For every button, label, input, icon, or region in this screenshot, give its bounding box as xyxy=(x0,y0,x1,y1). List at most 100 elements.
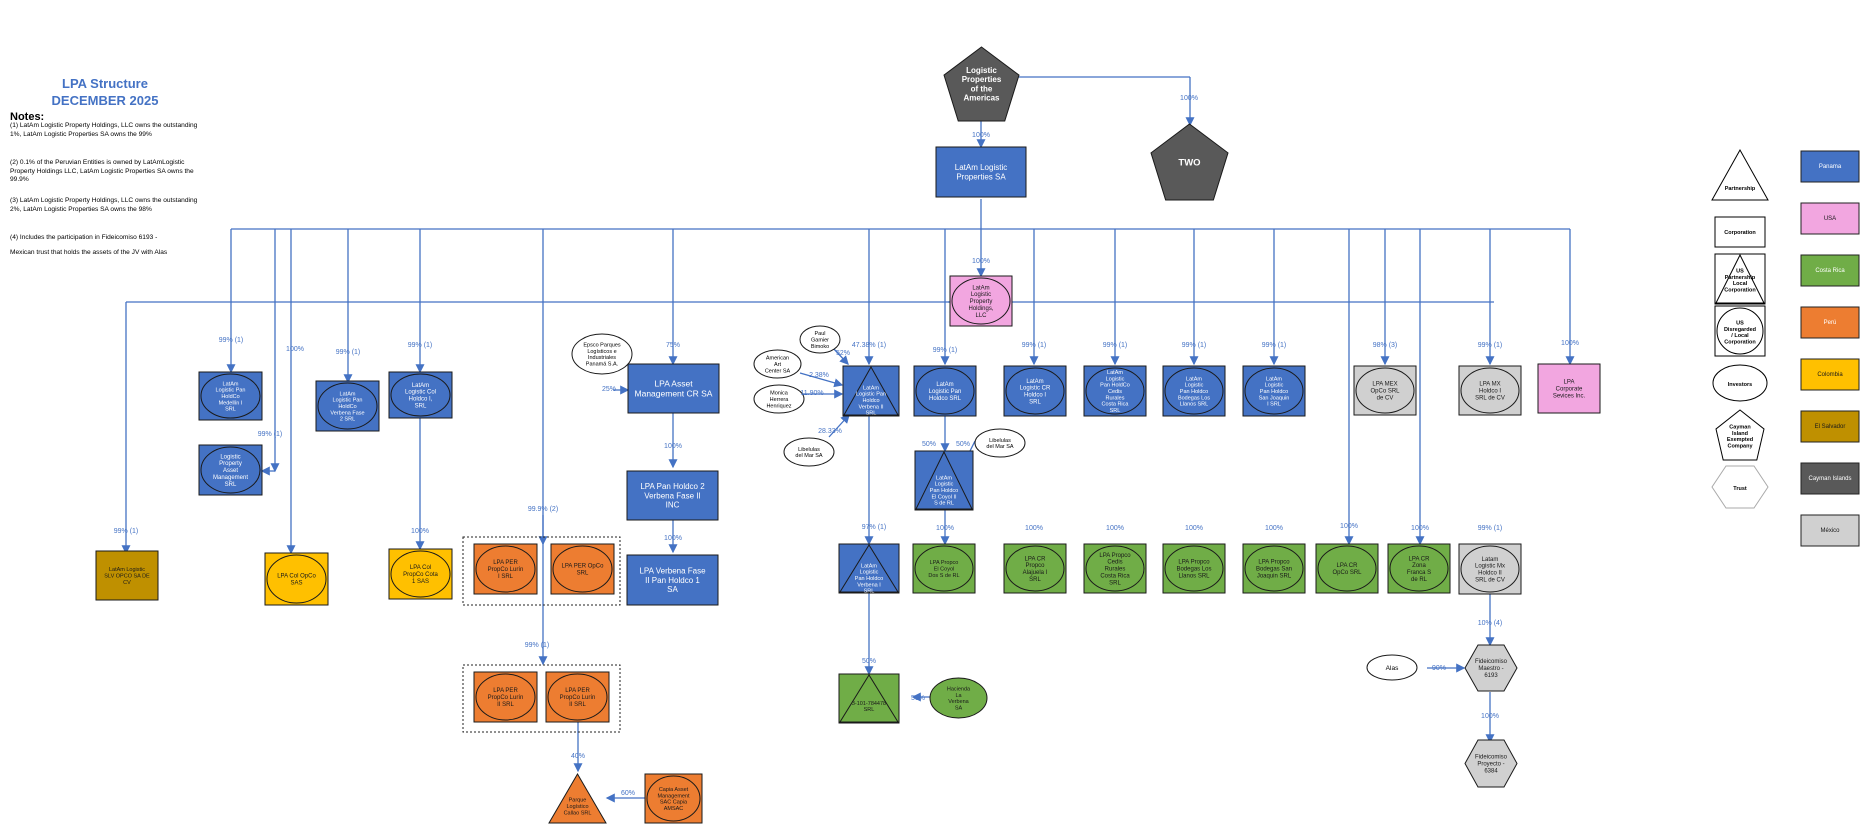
ownership-pct-label: 10% (4) xyxy=(1478,620,1503,627)
ownership-pct-label: 99% (1) xyxy=(525,642,550,649)
ownership-pct-label: 100% xyxy=(972,258,990,265)
ownership-pct-label: 60% xyxy=(621,790,635,797)
legend-country-3: Perú xyxy=(1800,306,1860,339)
legend-country-1: USA xyxy=(1800,202,1860,235)
ownership-pct-label: 52% xyxy=(836,350,850,357)
ownership-pct-label: 98% (3) xyxy=(1373,342,1398,349)
legend-country-0: Panama xyxy=(1800,150,1860,183)
ownership-pct-label: 99% (1) xyxy=(258,431,283,438)
ownership-pct-label: 100% xyxy=(411,528,429,535)
legend-country-4: Colombia xyxy=(1800,358,1860,391)
ownership-pct-label: 100% xyxy=(1265,525,1283,532)
ownership-pct-label: 11.90% xyxy=(800,390,823,397)
ownership-pct-label: 40% xyxy=(571,753,585,760)
peru-group-1 xyxy=(462,536,621,606)
legend-country-label-4: Colombia xyxy=(1817,372,1843,378)
ownership-pct-label: 28.33% xyxy=(818,428,842,435)
ownership-pct-label: 50% xyxy=(862,658,876,665)
ownership-pct-label: 100% xyxy=(1025,525,1043,532)
legend-country-2: Costa Rica xyxy=(1800,254,1860,287)
alas-node-label: Alas xyxy=(1386,665,1399,672)
ownership-pct-label: 100% xyxy=(1180,95,1198,102)
legend-shape-0: Partnership xyxy=(1711,148,1769,201)
ownership-pct-label: 100% xyxy=(1106,525,1124,532)
ownership-pct-label: 75% xyxy=(666,342,680,349)
ownership-line xyxy=(832,347,849,365)
ownership-pct-label: 50% xyxy=(922,441,936,448)
ownership-pct-label: 99% (1) xyxy=(408,342,433,349)
ownership-pct-label: 99.9% (2) xyxy=(528,506,558,513)
two-node-label: TWO xyxy=(1178,157,1200,168)
note-5: Mexican trust that holds the assets of t… xyxy=(10,249,168,256)
ownership-pct-label: 99% (1) xyxy=(114,528,139,535)
ownership-pct-label: 99% (1) xyxy=(336,349,361,356)
ownership-pct-label: 50% xyxy=(956,441,970,448)
legend-country-label-5: El Salvador xyxy=(1815,424,1846,430)
ownership-line xyxy=(799,372,844,388)
legend-country-6: Cayman Islands xyxy=(1800,462,1860,495)
legend-shape-1: Corporation xyxy=(1714,216,1766,248)
ownership-pct-label: 100% xyxy=(286,346,304,353)
two-node: TWO xyxy=(1150,123,1229,201)
ownership-pct-label: 100% xyxy=(972,132,990,139)
ownership-pct-label: 90% xyxy=(1432,665,1446,672)
legend-shape-6: Trust xyxy=(1711,465,1769,509)
ownership-pct-label: 99% (1) xyxy=(1478,525,1503,532)
alas-node: Alas xyxy=(1366,654,1418,681)
note-2: (2) 0.1% of the Peruvian Entities is own… xyxy=(10,159,194,184)
